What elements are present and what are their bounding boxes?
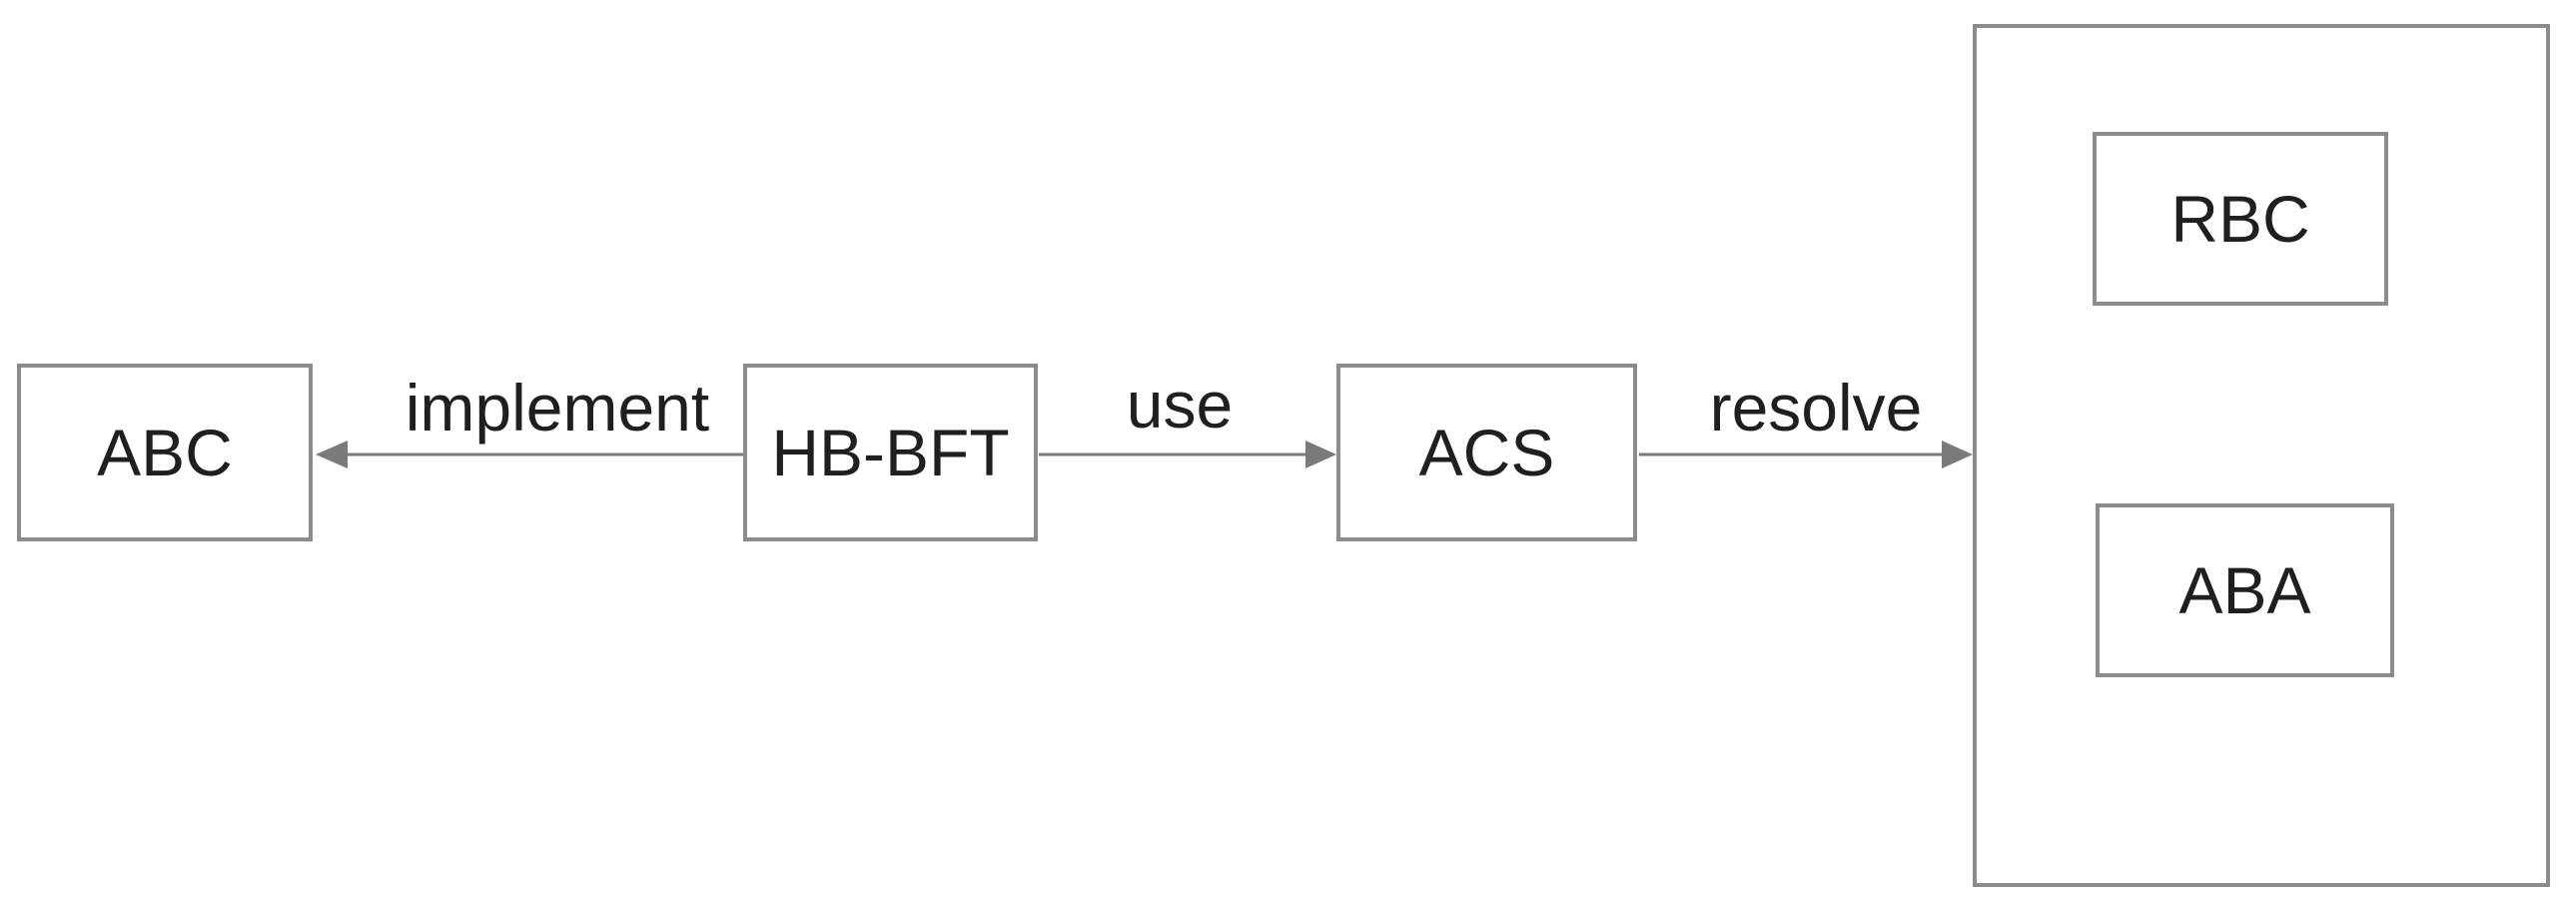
node-acs: ACS [1336, 364, 1637, 541]
node-hb-bft-label: HB-BFT [771, 416, 1010, 489]
node-acs-label: ACS [1418, 416, 1555, 489]
node-aba-label: ABA [2178, 553, 2311, 627]
edge-label-use: use [1126, 368, 1234, 442]
node-aba: ABA [2096, 503, 2394, 677]
node-abc: ABC [17, 364, 313, 541]
node-rbc-label: RBC [2170, 182, 2310, 256]
node-rbc: RBC [2093, 132, 2388, 306]
arrow-resolve-head-icon [1942, 441, 1973, 468]
arrow-use-head-icon [1305, 441, 1336, 468]
node-hb-bft: HB-BFT [743, 364, 1038, 541]
edge-label-resolve: resolve [1709, 371, 1923, 445]
edge-label-implement: implement [405, 371, 710, 445]
arrow-implement-head-icon [316, 441, 348, 468]
node-abc-label: ABC [97, 416, 233, 489]
